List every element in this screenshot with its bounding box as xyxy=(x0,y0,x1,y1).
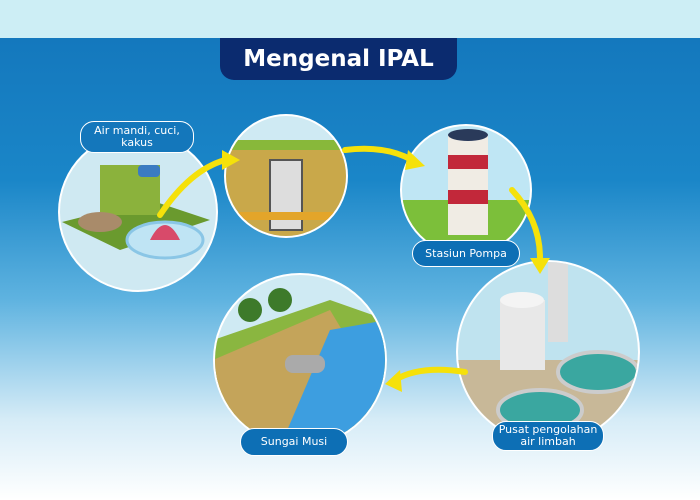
household-illustration xyxy=(58,132,218,292)
river-illustration xyxy=(213,273,387,447)
pump-station-illustration xyxy=(400,124,532,256)
sewer-pipe-illustration xyxy=(224,114,348,238)
step-label-pump-station: Stasiun Pompa xyxy=(412,240,520,267)
step-label-household: Air mandi, cuci, kakus xyxy=(80,121,194,153)
step-label-treatment-plant: Pusat pengolahan air limbah xyxy=(492,421,604,451)
step-label-river: Sungai Musi xyxy=(240,428,348,456)
page-title: Mengenal IPAL xyxy=(220,38,457,80)
